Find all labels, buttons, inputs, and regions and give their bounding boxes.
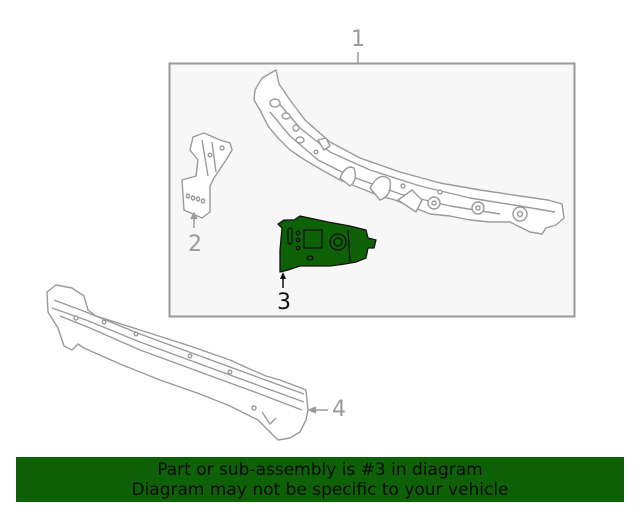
part-2-side-bracket[interactable] bbox=[181, 132, 233, 228]
banner-line-2: Diagram may not be specific to your vehi… bbox=[131, 480, 509, 500]
info-banner: Part or sub-assembly is #3 in diagram Di… bbox=[16, 457, 624, 502]
callout-4: 4 bbox=[332, 397, 346, 422]
callout-3: 3 bbox=[277, 290, 291, 315]
part-1-radiator-support[interactable] bbox=[253, 69, 565, 235]
callout-1: 1 bbox=[351, 27, 365, 52]
callout-2: 2 bbox=[188, 232, 202, 257]
part-3-mounting-bracket[interactable] bbox=[277, 215, 377, 288]
banner-line-1: Part or sub-assembly is #3 in diagram bbox=[157, 460, 483, 480]
part-4-lower-tie-bar[interactable] bbox=[46, 284, 328, 441]
